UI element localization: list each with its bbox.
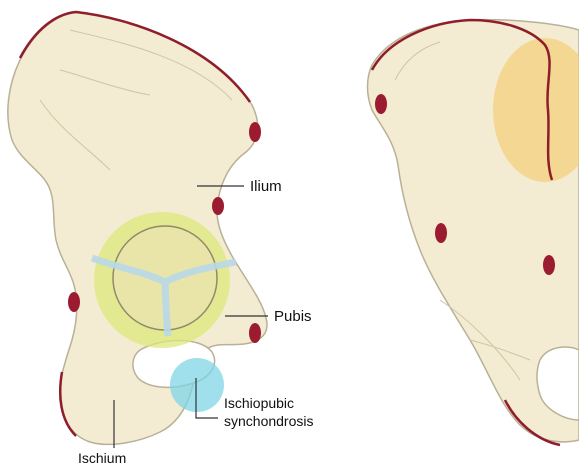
apophysis-marker-ischial-spine: [68, 292, 80, 312]
pubis-label: Pubis: [274, 308, 312, 325]
ischium-label: Ischium: [78, 450, 126, 466]
apophysis-marker-asis: [249, 122, 261, 142]
ischiopubic-label-line2: synchondrosis: [224, 413, 314, 429]
right-hip-bone-oblique-view: [368, 20, 579, 445]
right-apophysis-marker-middle: [435, 223, 447, 243]
apophysis-marker-pubic: [249, 323, 261, 343]
ilium-label: Ilium: [250, 178, 282, 195]
apophysis-marker-aiis: [212, 197, 224, 215]
left-hip-bone-lateral-view: [8, 12, 267, 444]
ischiopubic-synchondrosis-highlight: [170, 358, 224, 412]
right-apophysis-marker-upper: [375, 94, 387, 114]
ischiopubic-label-line1: Ischiopubic: [224, 395, 294, 411]
right-apophysis-marker-lower: [543, 255, 555, 275]
